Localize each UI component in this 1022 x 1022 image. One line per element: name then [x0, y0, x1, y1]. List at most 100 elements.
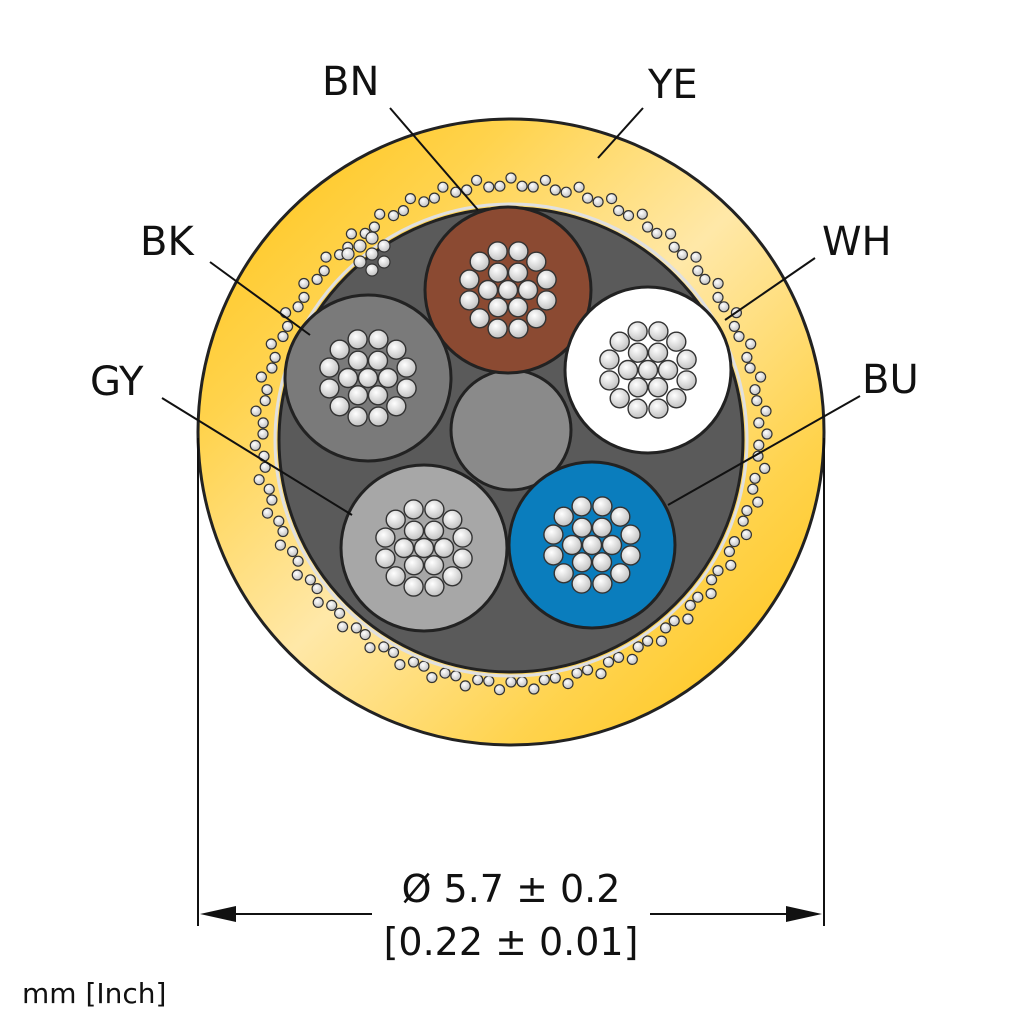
conductor-strand	[367, 350, 389, 371]
conductor-strand	[337, 367, 359, 389]
braid-strand	[723, 545, 736, 558]
braid-strand	[602, 656, 615, 668]
braid-strand	[277, 525, 289, 538]
conductor-strand	[620, 545, 641, 566]
leader-lines	[161, 107, 861, 516]
braid-strand	[312, 596, 324, 609]
braid-strand	[298, 277, 310, 290]
braid-strand	[549, 184, 561, 196]
braid-strand	[359, 628, 371, 641]
braid-strand	[320, 251, 332, 263]
braid-strand	[699, 273, 711, 285]
conductor-strand	[403, 520, 425, 541]
conductor-strand	[329, 339, 350, 360]
braid-strand	[493, 684, 506, 696]
drain-strand	[365, 231, 379, 245]
conductor-strand	[581, 534, 603, 556]
conductor-strand	[347, 406, 368, 427]
braid-strand	[753, 417, 765, 429]
conductor-strand	[433, 537, 455, 559]
conductor-strand	[543, 545, 564, 566]
braid-strand	[705, 587, 717, 600]
conductor-strand	[469, 251, 490, 272]
braid-strand	[690, 251, 702, 263]
arrow-left-icon	[200, 906, 236, 922]
braid-strand	[549, 672, 561, 684]
braid-strand	[287, 545, 299, 558]
drain-strand	[365, 263, 379, 277]
conductor-strand	[610, 506, 631, 527]
conductor-strand	[571, 496, 592, 517]
braid-strand	[364, 642, 376, 654]
conductor-strand	[666, 331, 687, 352]
shield-braid	[249, 172, 773, 696]
label-bk: BK	[140, 219, 195, 265]
conductor-strand	[403, 576, 424, 597]
conductor-strand	[386, 339, 407, 360]
inner-foil	[273, 202, 749, 678]
conductor-strand	[508, 241, 529, 262]
braid-strand	[641, 635, 654, 647]
conductor-strand	[497, 279, 519, 301]
drain-strand	[377, 255, 391, 269]
braid-strand	[439, 667, 451, 679]
braid-strand	[641, 221, 654, 233]
leader-bn	[389, 107, 479, 211]
braid-strand	[378, 641, 390, 653]
conductor-strand	[553, 506, 574, 527]
conductor-cores	[283, 205, 733, 633]
braid-strand	[266, 362, 278, 374]
braid-strand	[651, 227, 663, 239]
drain-strand	[353, 255, 367, 269]
braid-strand	[407, 656, 420, 668]
braid-strand	[516, 180, 528, 192]
leader-gy	[161, 397, 353, 516]
braid-strand	[304, 574, 316, 586]
braid-strand	[626, 653, 638, 666]
braid-strand	[605, 193, 618, 205]
braid-strand	[334, 607, 346, 619]
conductor-strand	[368, 329, 389, 350]
braid-strand	[292, 555, 304, 567]
braid-strand	[350, 622, 362, 634]
braid-strand	[573, 181, 585, 193]
braid-strand	[253, 474, 265, 486]
braid-strand	[751, 395, 763, 407]
braid-strand	[752, 496, 764, 508]
braid-strand	[527, 181, 539, 193]
braid-strand	[664, 228, 677, 240]
conductor-strand	[459, 269, 480, 290]
braid-strand	[374, 208, 386, 220]
braid-strand	[263, 483, 275, 495]
braid-strand	[636, 208, 648, 220]
braid-strand	[250, 405, 262, 417]
braid-strand	[538, 674, 550, 686]
conductor-strand	[666, 388, 687, 409]
conductor-strand	[543, 524, 564, 545]
braid-strand	[612, 651, 625, 664]
braid-strand	[428, 192, 440, 204]
conductor-strand	[452, 548, 473, 569]
braid-strand	[539, 174, 552, 186]
conductor-strand	[487, 241, 508, 262]
conductor-strand	[347, 350, 369, 371]
conductor-strand	[487, 262, 509, 283]
braid-strand	[712, 291, 724, 303]
braid-strand	[632, 641, 644, 653]
units-label: mm [Inch]	[22, 977, 166, 1010]
braid-strand	[725, 559, 737, 571]
braid-strand	[718, 301, 730, 313]
braid-strand	[612, 205, 625, 217]
conductor-strand	[601, 534, 623, 556]
braid-strand	[754, 371, 767, 383]
leader-bk	[209, 261, 311, 336]
conductor-strand	[591, 552, 613, 573]
braid-strand	[265, 338, 277, 350]
braid-strand	[759, 462, 771, 474]
conductor-strand	[536, 290, 557, 311]
conductor-strand	[609, 331, 630, 352]
braid-strand	[257, 417, 269, 429]
braid-strand	[741, 351, 753, 363]
conductor-strand	[571, 552, 593, 573]
drain-wire	[341, 231, 391, 277]
